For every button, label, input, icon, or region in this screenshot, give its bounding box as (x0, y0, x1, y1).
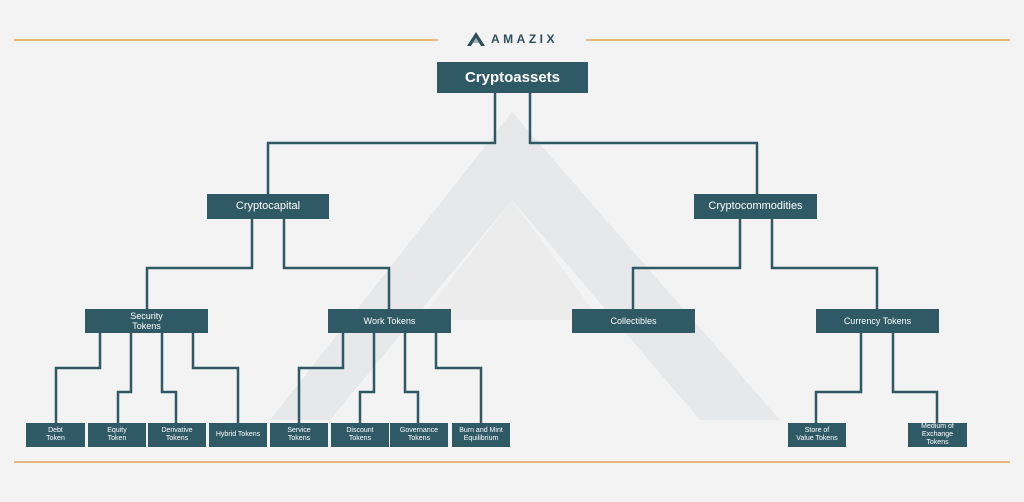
header-rule-left (14, 39, 438, 41)
brand-name: AMAZIX (491, 32, 558, 46)
node-equity-token: Equity Token (88, 423, 146, 447)
node-security-tokens: Security Tokens (85, 309, 208, 333)
node-discount-tokens: Discount Tokens (331, 423, 389, 447)
footer-rule (14, 461, 1010, 463)
node-collectibles: Collectibles (572, 309, 695, 333)
node-governance-tokens: Governance Tokens (390, 423, 448, 447)
node-debt-token: Debt Token (26, 423, 85, 447)
node-service-tokens: Service Tokens (270, 423, 328, 447)
node-cryptocapital: Cryptocapital (207, 194, 329, 219)
amazix-logo-icon (467, 32, 485, 46)
node-hybrid-tokens: Hybrid Tokens (209, 423, 267, 447)
header-rule-right (586, 39, 1010, 41)
node-medium-of-exchange-tokens: Medium of Exchange Tokens (908, 423, 967, 447)
node-cryptoassets: Cryptoassets (437, 62, 588, 93)
node-currency-tokens: Currency Tokens (816, 309, 939, 333)
node-burn-and-mint-equilibrium: Burn and Mint Equilibrium (452, 423, 510, 447)
node-derivative-tokens: Derivative Tokens (148, 423, 206, 447)
node-cryptocommodities: Cryptocommodities (694, 194, 817, 219)
brand-logo: AMAZIX (466, 29, 566, 49)
node-store-of-value-tokens: Store of Value Tokens (788, 423, 846, 447)
node-work-tokens: Work Tokens (328, 309, 451, 333)
